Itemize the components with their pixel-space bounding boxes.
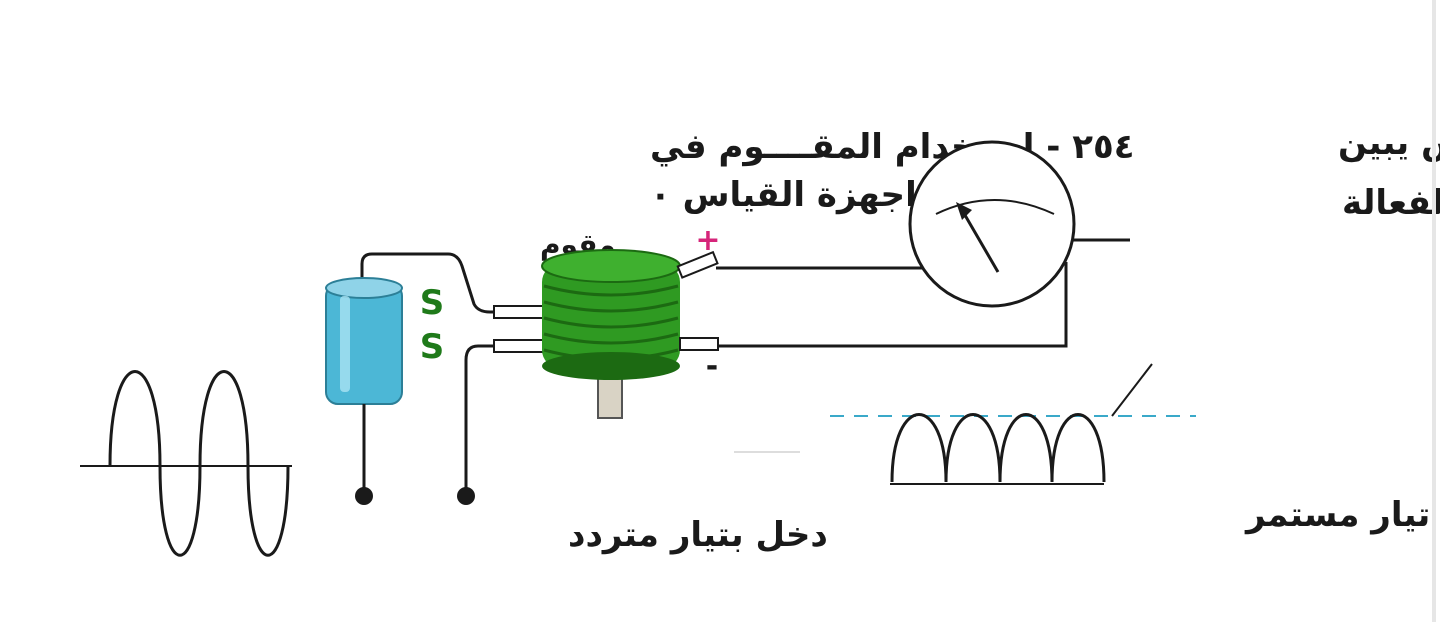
caption-line-1: ٢٥٤ - استخدام المقــــوم في (650, 127, 1134, 167)
plus-sign: + (695, 223, 720, 258)
meter-needle-tip (956, 202, 972, 220)
sine-curve (108, 370, 290, 557)
meter-needle (960, 209, 1000, 273)
coil-meter-movement-icon (541, 249, 681, 419)
rectifier-symbol-bottom: S (420, 327, 445, 367)
minus-sign: - (706, 349, 718, 384)
meter-label-line-1: جهاز قياس يبين (1338, 123, 1440, 163)
sine-wave-icon (80, 370, 292, 557)
coil-terminal-plus (676, 250, 719, 279)
coil-terminal-upper-left (493, 305, 547, 319)
rectifier-body (325, 283, 403, 405)
pulses-pointer (1111, 363, 1153, 417)
output-label: خرج بنبضات تيار مستمر (1244, 495, 1440, 535)
coil-windings (543, 284, 679, 361)
meter-label-line-2: القيمة الفعالة (1342, 183, 1440, 223)
coil-top (541, 249, 681, 283)
rectifier-top-cap (325, 277, 403, 299)
coil-terminal-lower-left (493, 339, 547, 353)
input-lead-right (464, 344, 502, 494)
rectifier-top-lead (360, 252, 500, 314)
input-terminal-left (355, 487, 373, 505)
rectifier-highlight (340, 296, 350, 392)
pulses-curve (890, 413, 1106, 483)
wire-minus-to-meter (718, 262, 1068, 348)
analog-meter-icon (908, 140, 1076, 308)
coil-bottom (542, 352, 680, 380)
meter-dial (908, 140, 1076, 308)
input-label: دخل بتيار متردد (568, 515, 828, 555)
input-terminal-right (457, 487, 475, 505)
meter-scale-arc (935, 199, 1055, 215)
rectifier-symbol-top: S (420, 283, 445, 323)
caption-line-2: اجهزة القياس ٠ (650, 175, 917, 215)
coil-terminal-minus (679, 337, 719, 351)
rectified-pulses-icon (734, 363, 1196, 485)
rectifier-cylinder-icon (325, 252, 502, 505)
